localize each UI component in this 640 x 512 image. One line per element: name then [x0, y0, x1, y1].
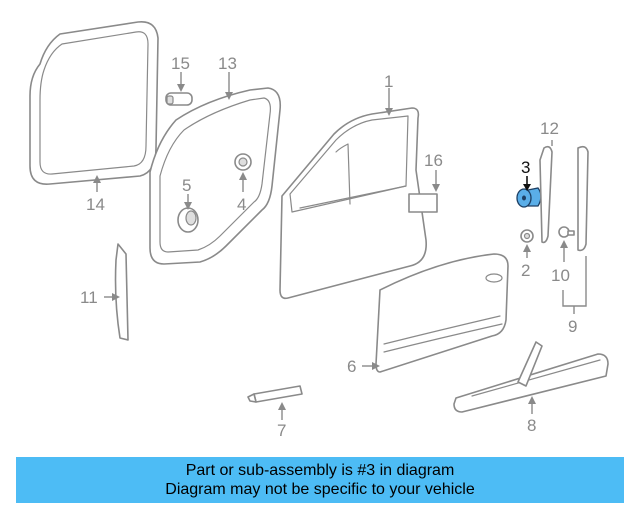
callout-4: 4	[237, 195, 246, 214]
callout-numbers: 1 2 3 4 5 6 7 8 9 10 11 12 13 14 15 16	[80, 54, 577, 440]
callout-6: 6	[347, 357, 356, 376]
callout-10: 10	[551, 266, 570, 285]
callout-11: 11	[80, 288, 98, 307]
part-5-plug	[177, 207, 199, 233]
part-7-sealant-tube	[247, 385, 303, 403]
callout-14: 14	[86, 195, 105, 214]
banner-line-disclaimer: Diagram may not be specific to your vehi…	[165, 481, 475, 498]
callout-1: 1	[384, 72, 393, 91]
part-15-clip	[165, 92, 193, 106]
part-4-grommet	[234, 153, 252, 171]
part-12-pillar-trim	[539, 145, 553, 244]
callout-2: 2	[521, 261, 530, 280]
part-3-highlighted	[516, 187, 542, 208]
part-2-washer	[520, 229, 534, 243]
banner-line-part: Part or sub-assembly is #3 in diagram	[185, 462, 455, 479]
callout-12: 12	[540, 119, 559, 138]
part-16-label	[408, 193, 438, 213]
part-10-clip	[558, 226, 575, 238]
callout-3: 3	[521, 158, 530, 177]
part-1-door-shell	[279, 107, 427, 300]
part-6-door-outer-panel	[375, 253, 509, 373]
info-banner: Part or sub-assembly is #3 in diagram Di…	[16, 457, 624, 503]
parts-diagram: 1 2 3 4 5 6 7 8 9 10 11 12 13 14 15 16	[29, 21, 609, 440]
callout-13: 13	[218, 54, 237, 73]
part-14-opening-weatherstrip	[29, 21, 159, 185]
callout-15: 15	[171, 54, 190, 73]
part-8-rocker-molding	[453, 341, 609, 413]
callout-9: 9	[568, 317, 577, 336]
callout-8: 8	[527, 416, 536, 435]
part-9-molding	[577, 145, 589, 252]
callout-7: 7	[277, 421, 286, 440]
part-11-trim-strip	[114, 243, 129, 341]
callout-5: 5	[182, 176, 191, 195]
leader-lines	[93, 72, 587, 420]
part-13-door-weatherstrip	[149, 87, 282, 265]
callout-16: 16	[424, 151, 443, 170]
